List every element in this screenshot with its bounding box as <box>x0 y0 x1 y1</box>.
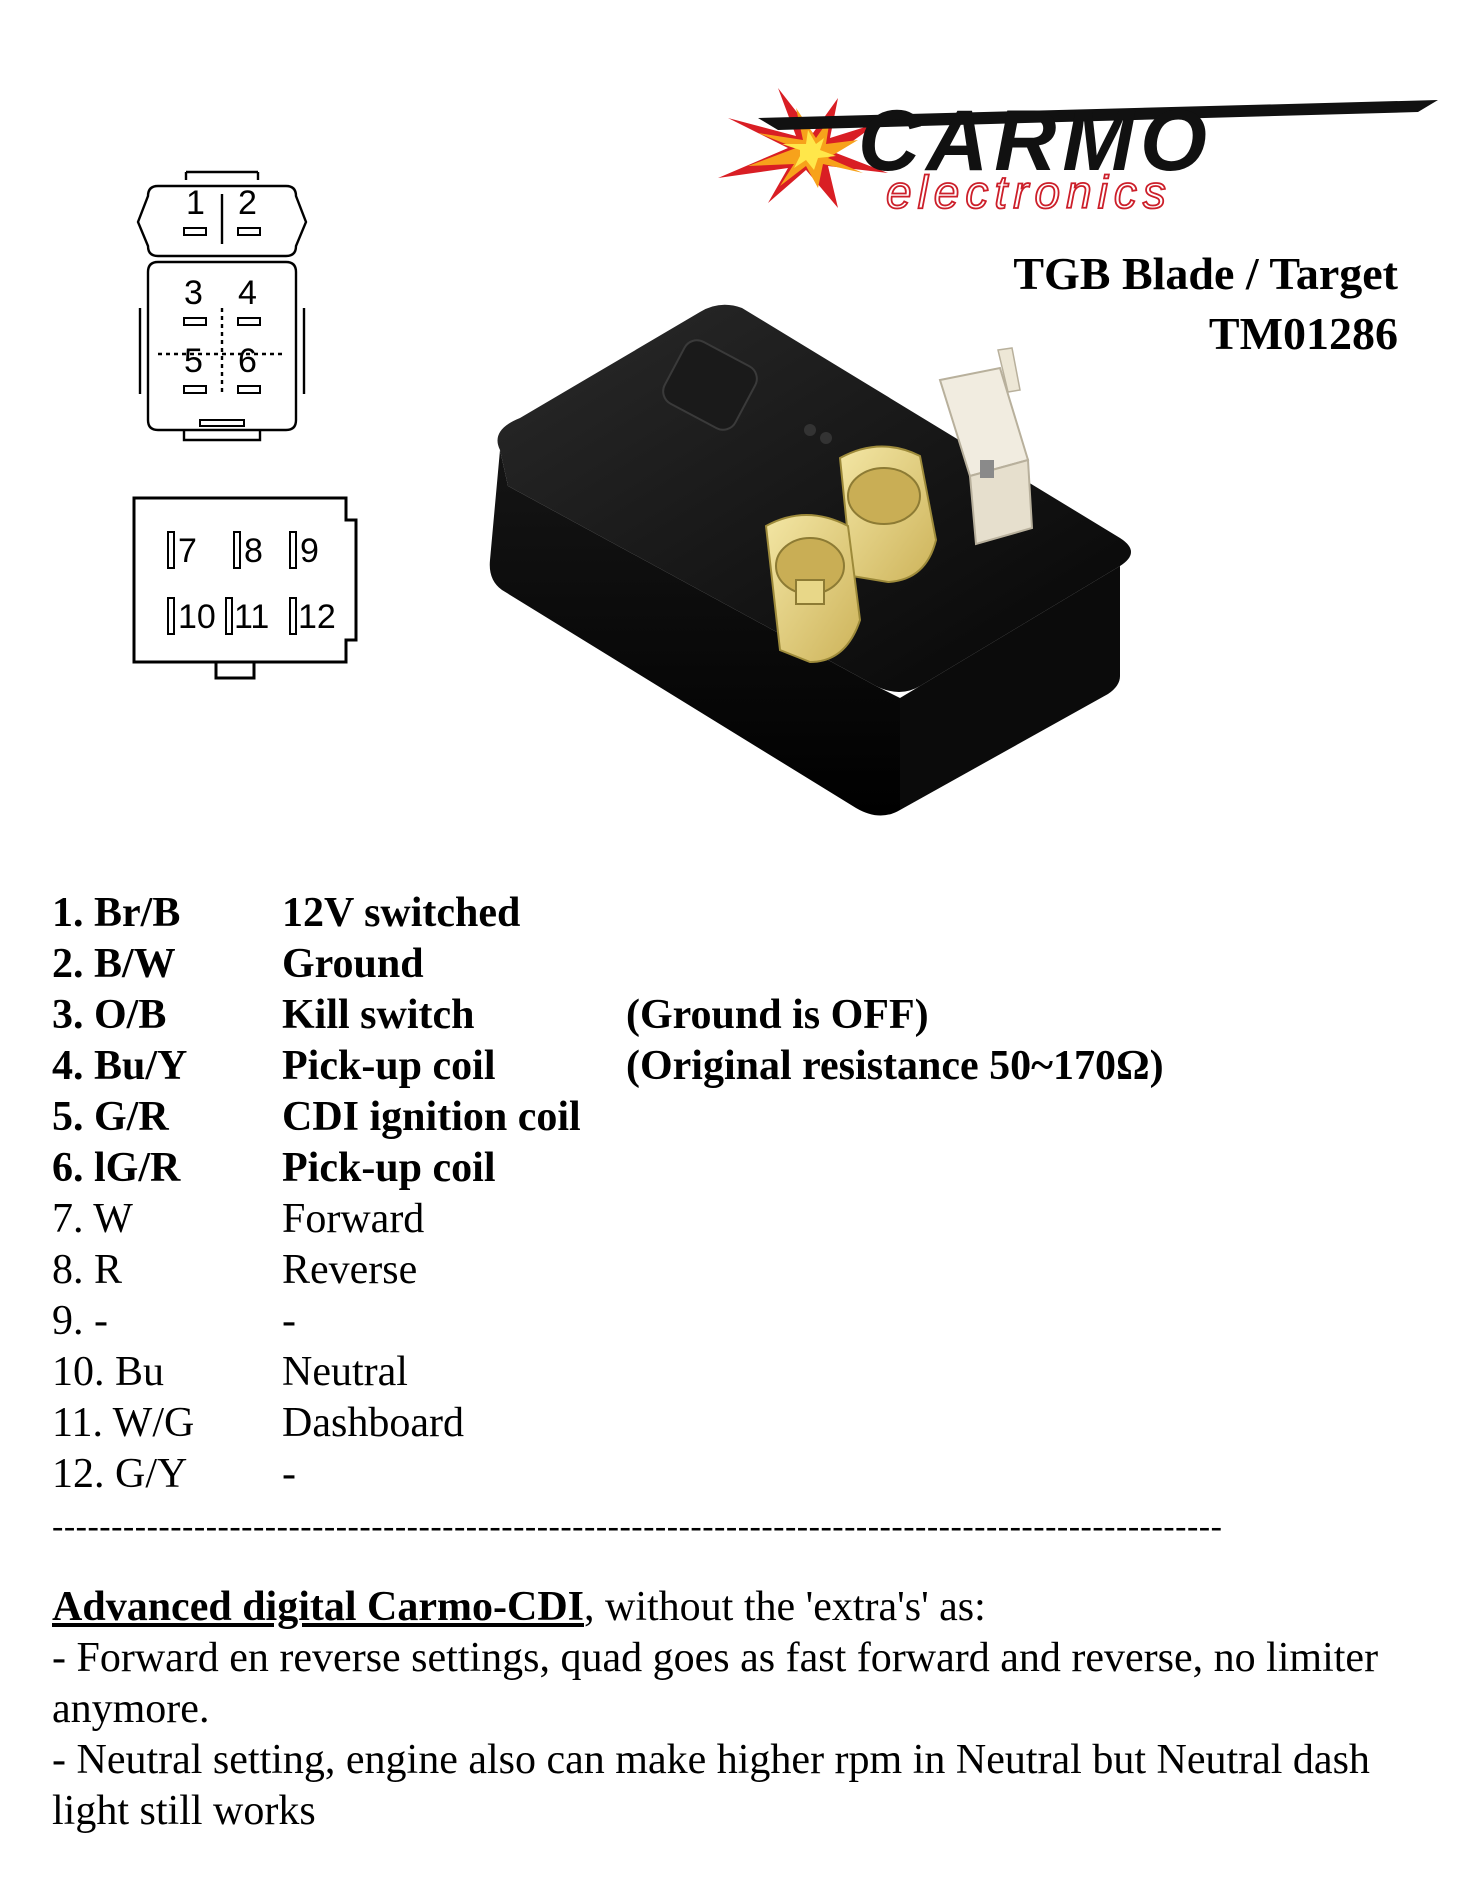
pin-label-10: 10 <box>178 598 216 636</box>
pin-note: (Ground is OFF) <box>626 992 929 1038</box>
pin-function: 12V switched <box>282 890 521 936</box>
pin-row: 6. lG/R Pick-up coil <box>52 1143 1164 1194</box>
pin-code: 10. Bu <box>52 1349 165 1395</box>
pin-row: 7. W Forward <box>52 1194 1164 1245</box>
description-line-1: - Forward en reverse settings, quad goes… <box>52 1635 1379 1732</box>
pin-label-7: 7 <box>178 532 197 570</box>
pin-label-3: 3 <box>184 274 203 312</box>
pin-code: 4. Bu/Y <box>52 1043 188 1089</box>
model-title: TGB Blade / Target <box>1013 248 1398 299</box>
description: Advanced digital Carmo-CDI, without the … <box>52 1582 1412 1837</box>
carmo-logo: CARMO electronics <box>718 88 1438 218</box>
logo-brand: CARMO <box>858 93 1213 189</box>
pin-label-8: 8 <box>244 532 263 570</box>
pin-function: Forward <box>282 1196 425 1242</box>
pin-code: 2. B/W <box>52 941 176 987</box>
pin-function: - <box>282 1451 296 1497</box>
pin-row: 4. Bu/Y Pick-up coil (Original resistance … <box>52 1041 1164 1092</box>
pin-code: 5. G/R <box>52 1094 169 1140</box>
logo-sub: electronics <box>886 166 1172 218</box>
pin-function: CDI ignition coil <box>282 1094 581 1140</box>
pin-label-11: 11 <box>234 598 269 636</box>
pin-row: 8. R Reverse <box>52 1245 1164 1296</box>
description-line-2: - Neutral setting, engine also can make … <box>52 1737 1370 1834</box>
pin-label-5: 5 <box>184 342 203 380</box>
pin-code: 6. lG/R <box>52 1145 181 1191</box>
pin-code: 7. W <box>52 1196 133 1242</box>
pin-function: Pick-up coil <box>282 1145 496 1191</box>
spark-graphic <box>718 88 888 208</box>
pin-row: 2. B/W Ground <box>52 939 1164 990</box>
pin-label-6: 6 <box>238 342 257 380</box>
pin-note: (Original resistance 50~170Ω) <box>626 1043 1164 1089</box>
description-lead-rest: , without the 'extra's' as: <box>584 1584 986 1630</box>
yellow-connectors <box>764 445 938 664</box>
pin-label-9: 9 <box>300 532 319 570</box>
pin-function: Kill switch <box>282 992 475 1038</box>
pin-function: Ground <box>282 941 424 987</box>
pin-row: 1. Br/B 12V switched <box>52 888 1164 939</box>
title-block: TGB Blade / Target TM01286 <box>1013 244 1398 364</box>
pin-function: Dashboard <box>282 1400 464 1446</box>
connector-6pin-diagram: 1 2 3 4 5 6 <box>136 170 308 442</box>
pin-code: 9. - <box>52 1298 108 1344</box>
cdi-unit-image <box>489 304 1131 816</box>
pin-row: 5. G/R CDI ignition coil <box>52 1092 1164 1143</box>
pin-code: 1. Br/B <box>52 890 181 936</box>
pin-label-1: 1 <box>186 184 205 222</box>
pin-row: 12. G/Y - <box>52 1449 1164 1500</box>
pin-code: 8. R <box>52 1247 123 1293</box>
part-number: TM01286 <box>1208 308 1398 359</box>
pin-assignment-table: 1. Br/B 12V switched 2. B/W Ground 3. O/B Kil… <box>52 888 1164 1500</box>
pin-row: 9. - - <box>52 1296 1164 1347</box>
pin-function: - <box>282 1298 296 1344</box>
pin-row: 3. O/B Kill switch (Ground is OFF) <box>52 990 1164 1041</box>
pin-row: 11. W/G Dashboard <box>52 1398 1164 1449</box>
dashed-divider: ----------------------------------------… <box>52 1508 1223 1545</box>
pin-label-4: 4 <box>238 274 257 312</box>
pin-function: Reverse <box>282 1247 418 1293</box>
pin-code: 11. W/G <box>52 1400 195 1446</box>
pin-function: Neutral <box>282 1349 408 1395</box>
connector-12pin-diagram: 7 8 9 10 11 12 <box>132 496 358 680</box>
description-lead: Advanced digital Carmo-CDI <box>52 1584 584 1630</box>
logo-swoosh <box>758 100 1438 130</box>
pin-label-2: 2 <box>238 184 257 222</box>
pin-function: Pick-up coil <box>282 1043 496 1089</box>
pin-row: 10. Bu Neutral <box>52 1347 1164 1398</box>
description-intro: Advanced digital Carmo-CDI, without the … <box>52 1582 1412 1633</box>
pin-code: 12. G/Y <box>52 1451 188 1497</box>
white-connector <box>938 347 1034 546</box>
pin-label-12: 12 <box>298 598 336 636</box>
pin-code: 3. O/B <box>52 992 167 1038</box>
